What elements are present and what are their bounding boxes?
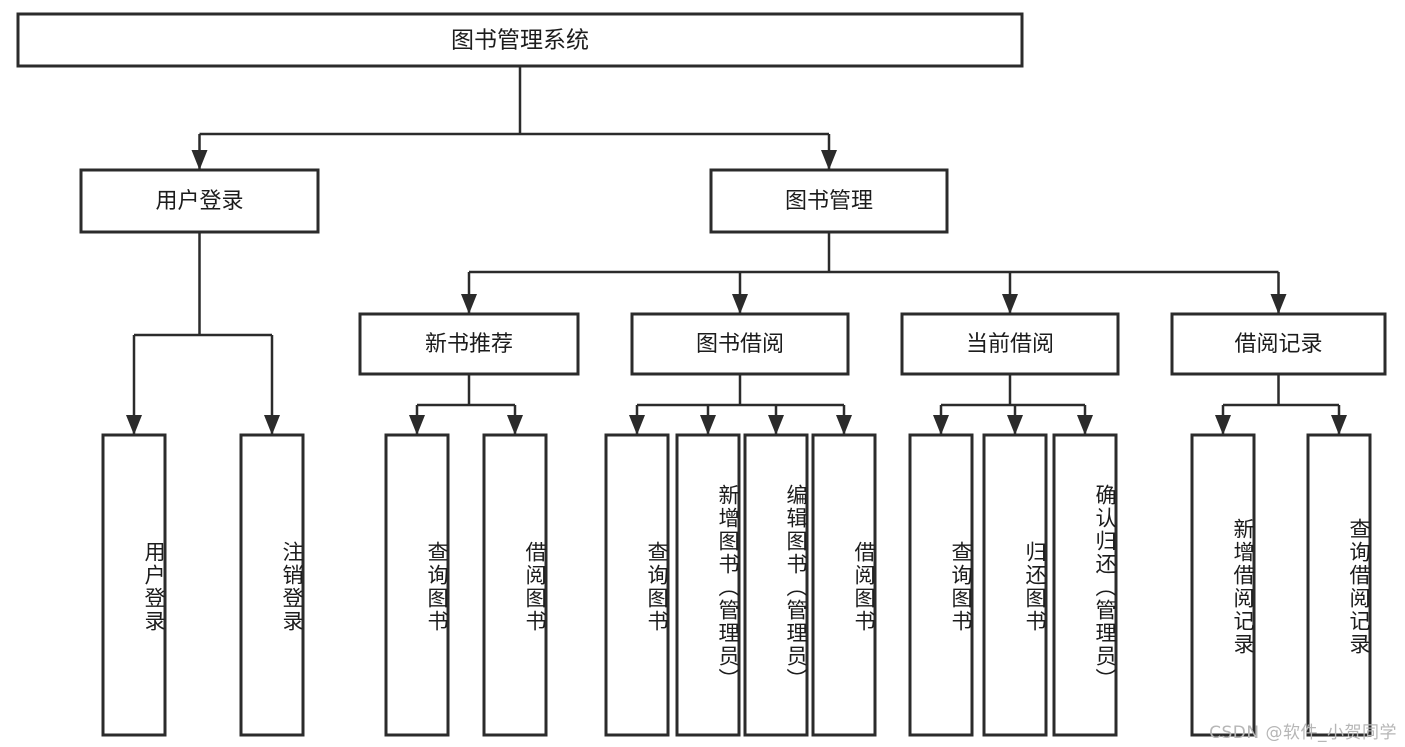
leaf-leaf-user-logout[interactable] (239, 433, 305, 737)
leaf-leaf-edit-book[interactable] (743, 433, 809, 737)
node-book-borrow[interactable]: 图书借阅 (630, 312, 850, 376)
node-book-management-label: 图书管理 (785, 189, 873, 214)
arrow-head-icon (1270, 294, 1287, 314)
node-user-login[interactable]: 用户登录 (79, 168, 320, 234)
leaf-leaf-borrow-book-1[interactable] (482, 433, 548, 737)
arrow-head-icon (507, 415, 523, 435)
node-book-borrow-label: 图书借阅 (696, 332, 784, 357)
arrow-head-icon (264, 415, 280, 435)
arrow-head-icon (768, 415, 784, 435)
leaf-leaf-add-book[interactable] (675, 433, 741, 737)
arrow-head-icon (1215, 415, 1231, 435)
arrow-head-icon (1007, 415, 1023, 435)
leaf-leaf-query-book-3[interactable] (908, 433, 974, 737)
leaf-leaf-return-book[interactable] (982, 433, 1048, 737)
node-root-label: 图书管理系统 (451, 28, 589, 54)
leaf-leaf-confirm-return[interactable] (1052, 433, 1118, 737)
arrow-head-icon (821, 150, 837, 170)
node-current-borrow-label: 当前借阅 (966, 332, 1054, 357)
node-new-book-recommend-label: 新书推荐 (425, 332, 513, 357)
node-borrow-record-label: 借阅记录 (1234, 332, 1322, 357)
node-book-management[interactable]: 图书管理 (709, 168, 949, 234)
leaf-leaf-borrow-book-2[interactable] (811, 433, 877, 737)
arrow-head-icon (700, 415, 716, 435)
arrow-head-icon (933, 415, 949, 435)
arrow-head-icon (461, 294, 477, 314)
arrow-head-icon (1002, 294, 1018, 314)
node-user-login-label: 用户登录 (155, 189, 243, 214)
watermark-text: CSDN @软件_小贺同学 (1209, 723, 1397, 743)
arrow-head-icon (126, 415, 142, 435)
leaf-leaf-user-login[interactable] (101, 433, 167, 737)
node-current-borrow[interactable]: 当前借阅 (900, 312, 1120, 376)
leaf-leaf-add-record[interactable] (1190, 433, 1256, 737)
arrow-head-icon (1077, 415, 1093, 435)
node-root[interactable]: 图书管理系统 (16, 12, 1024, 68)
connector-lines (126, 66, 1347, 435)
node-borrow-record[interactable]: 借阅记录 (1170, 312, 1387, 376)
arrow-head-icon (629, 415, 645, 435)
leaf-leaf-query-book-1[interactable] (384, 433, 450, 737)
leaf-leaf-query-record[interactable] (1306, 433, 1372, 737)
leaf-leaf-query-book-2[interactable] (604, 433, 670, 737)
arrow-head-icon (191, 150, 208, 170)
arrow-head-icon (836, 415, 852, 435)
node-new-book-recommend[interactable]: 新书推荐 (358, 312, 580, 376)
arrow-head-icon (409, 415, 425, 435)
arrow-head-icon (1331, 415, 1347, 435)
arrow-head-icon (732, 294, 748, 314)
